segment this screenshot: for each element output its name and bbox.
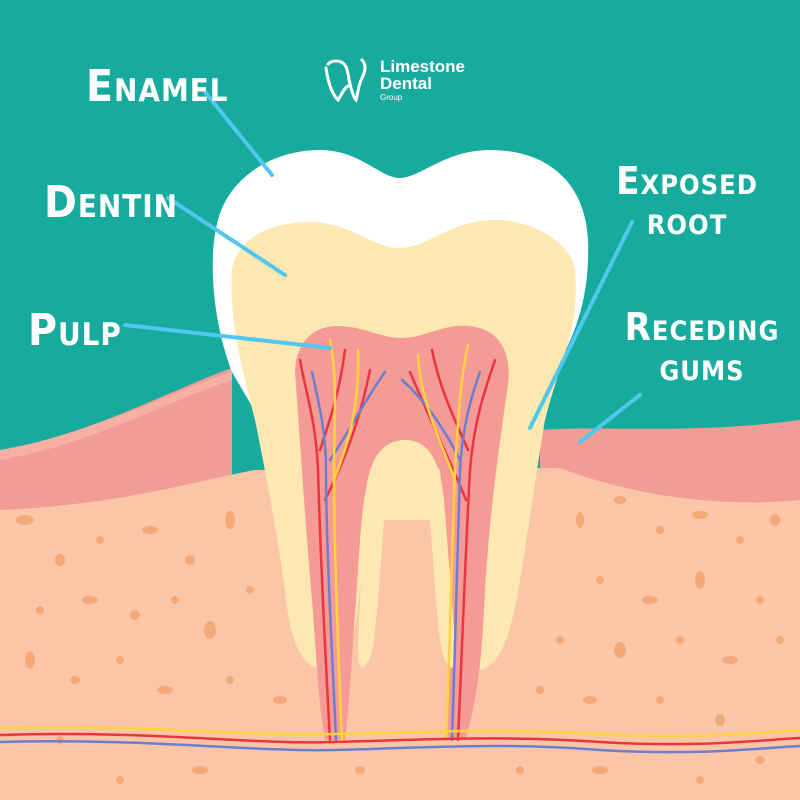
pointer-receding-gums (578, 393, 642, 444)
label-dentin: Dentin (44, 177, 179, 228)
label-exposed-root-line2: root (646, 198, 728, 243)
label-pulp: Pulp (28, 305, 122, 356)
brand-name-line1: Limestone (380, 57, 466, 76)
brand-name-line2: Dental (380, 74, 432, 93)
pointer-dentin (166, 196, 287, 277)
label-receding-gums: Receding gums (622, 305, 782, 389)
label-exposed-root: Exposed root (612, 159, 762, 243)
gum-line-left (0, 372, 232, 460)
jaw-bone (0, 468, 800, 800)
tooth-logo-icon (324, 58, 367, 103)
nerves-and-vessels (0, 338, 800, 754)
label-receding-gums-line1: Receding (624, 305, 780, 349)
pointer-lines (123, 90, 642, 444)
bone-texture (16, 496, 784, 784)
pointer-enamel (203, 90, 274, 177)
brand-logo: Limestone Dental Group (322, 50, 465, 110)
pointer-exposed-root (528, 220, 634, 430)
brand-name: Limestone Dental Group (380, 58, 465, 102)
label-enamel: Enamel (86, 61, 229, 112)
label-receding-gums-line2: gums (659, 344, 745, 389)
label-exposed-root-line1: Exposed (616, 159, 758, 203)
pulp-core (365, 456, 445, 520)
brand-group: Group (380, 93, 403, 102)
pointer-pulp (123, 323, 332, 350)
